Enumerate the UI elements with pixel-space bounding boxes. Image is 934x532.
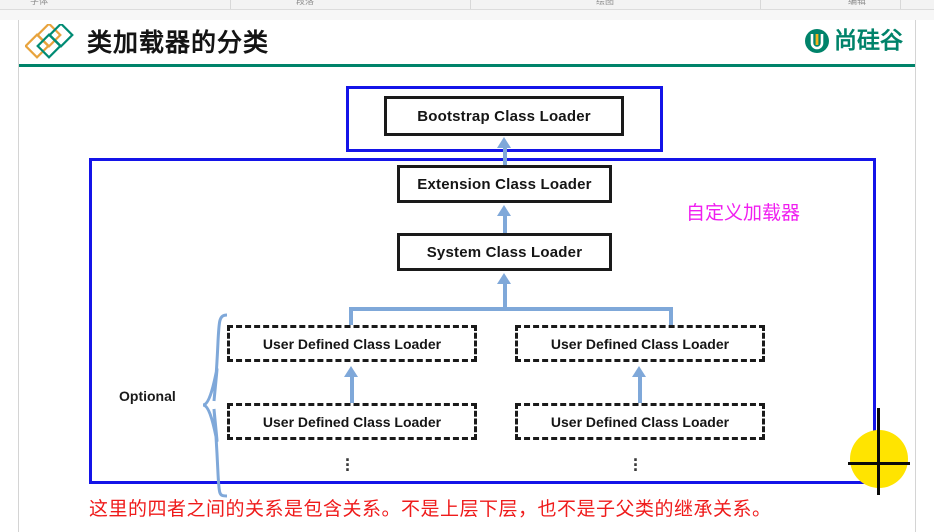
page-title: 类加载器的分类 <box>87 28 270 57</box>
slide-canvas: 类加载器的分类 尚硅谷 Bootstrap Class Loader Exten… <box>18 20 916 532</box>
ellipsis-right: ... <box>633 445 639 475</box>
cursor-crosshair-vertical <box>877 433 880 495</box>
connector-branch-to-system <box>503 284 507 309</box>
node-system-class-loader[interactable]: System Class Loader <box>397 233 612 271</box>
optional-label: Optional <box>119 388 176 404</box>
arrowhead-icon <box>497 273 511 284</box>
ribbon-gap <box>0 10 934 20</box>
ribbon-group-drawing[interactable]: 绘图 <box>596 0 615 6</box>
arrowhead-icon <box>497 205 511 216</box>
node-extension-class-loader[interactable]: Extension Class Loader <box>397 165 612 203</box>
connector-split-bar <box>349 307 673 311</box>
ribbon-group-font[interactable]: 字体 <box>30 0 49 6</box>
connector-udl4-to-udl2 <box>638 377 642 403</box>
ribbon-separator <box>760 0 761 9</box>
diamond-logo-icon <box>25 24 74 59</box>
ribbon-strip: 字体 段落 绘图 编辑 <box>0 0 934 10</box>
cursor-crosshair-tail <box>877 408 880 434</box>
optional-brace-icon <box>202 313 228 498</box>
u-mark-icon <box>805 29 829 53</box>
arrowhead-icon <box>344 366 358 377</box>
slide-caption: 这里的四者之间的关系是包含关系。不是上层下层，也不是子父类的继承关系。 <box>89 498 772 520</box>
node-user-defined-class-loader-2[interactable]: User Defined Class Loader <box>515 325 765 362</box>
connector-extension-to-bootstrap <box>503 148 507 165</box>
diagram-area: Bootstrap Class Loader Extension Class L… <box>19 67 915 532</box>
ellipsis-left: ... <box>345 445 351 475</box>
connector-split-left <box>349 307 353 326</box>
connector-system-to-extension <box>503 216 507 233</box>
node-user-defined-class-loader-1[interactable]: User Defined Class Loader <box>227 325 477 362</box>
arrowhead-icon <box>497 137 511 148</box>
ribbon-separator <box>900 0 901 9</box>
connector-split-right <box>669 307 673 326</box>
arrowhead-icon <box>632 366 646 377</box>
node-bootstrap-class-loader[interactable]: Bootstrap Class Loader <box>384 96 624 136</box>
ribbon-separator <box>230 0 231 9</box>
custom-loader-note: 自定义加载器 <box>686 202 801 224</box>
slide-header: 类加载器的分类 尚硅谷 <box>19 20 915 64</box>
connector-udl3-to-udl1 <box>350 377 354 403</box>
node-user-defined-class-loader-4[interactable]: User Defined Class Loader <box>515 403 765 440</box>
ribbon-separator <box>470 0 471 9</box>
header-divider <box>19 64 915 67</box>
ribbon-group-paragraph[interactable]: 段落 <box>296 0 315 6</box>
brand-logo: 尚硅谷 <box>804 27 903 55</box>
node-user-defined-class-loader-3[interactable]: User Defined Class Loader <box>227 403 477 440</box>
custom-loader-group-frame <box>89 158 876 484</box>
brand-text: 尚硅谷 <box>834 28 903 54</box>
ribbon-group-editing[interactable]: 编辑 <box>848 0 867 6</box>
